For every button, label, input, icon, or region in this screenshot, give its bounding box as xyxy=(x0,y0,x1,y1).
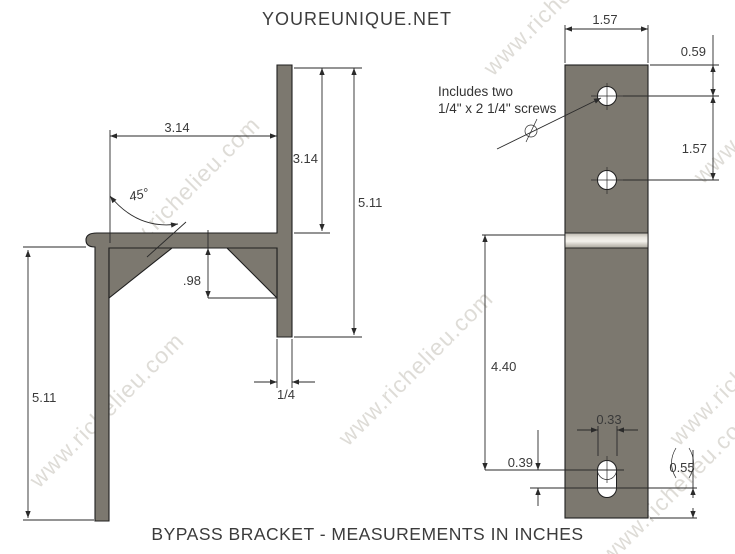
dim-label-thickness: 1/4 xyxy=(277,387,295,402)
dim-label-upper-height: 3.14 xyxy=(293,151,318,166)
dim-label-width: 1.57 xyxy=(592,12,617,27)
diameter-symbol-icon xyxy=(524,124,538,138)
dim-label-slot-width: 0.33 xyxy=(596,412,621,427)
reference-paren-left xyxy=(671,447,677,479)
reference-paren-right xyxy=(688,447,694,479)
front-view: 1.57 0.59 1.57 Includes two 1/4" x 2 1/4… xyxy=(438,12,719,519)
dim-label-hole-spacing: 1.57 xyxy=(682,141,707,156)
leader-line xyxy=(496,97,602,150)
left-gusset xyxy=(108,247,174,300)
dim-label-slot-spacing: 0.39 xyxy=(508,455,533,470)
bracket-profile xyxy=(85,64,293,522)
dim-label-hole-offset: 0.59 xyxy=(681,44,706,59)
angle-arc xyxy=(109,195,179,228)
angle-reference-line xyxy=(146,221,187,258)
dim-label-top-width: 3.14 xyxy=(164,120,189,135)
page-title: YOUREUNIQUE.NET xyxy=(262,9,453,29)
bend-line-band xyxy=(564,232,649,249)
dim-label-height-left: 5.11 xyxy=(32,390,56,405)
dim-label-bend-to-slot: 4.40 xyxy=(491,359,516,374)
dim-label-height-right: 5.11 xyxy=(358,195,382,210)
drawing-caption: BYPASS BRACKET - MEASUREMENTS IN INCHES xyxy=(151,524,584,544)
dim-label-bottom-offset: 0.55 xyxy=(669,460,694,475)
dim-label-gusset: .98 xyxy=(183,273,201,288)
side-view: 3.14 45° 3.14 5.11 5.11 .98 1/4 xyxy=(23,64,382,522)
screws-note-line2: 1/4" x 2 1/4" screws xyxy=(438,101,557,116)
bracket-plate xyxy=(564,64,649,519)
screws-note-line1: Includes two xyxy=(438,84,513,99)
diameter-symbol-icon xyxy=(525,118,538,143)
right-gusset xyxy=(225,247,278,300)
dim-label-angle: 45° xyxy=(128,185,151,204)
